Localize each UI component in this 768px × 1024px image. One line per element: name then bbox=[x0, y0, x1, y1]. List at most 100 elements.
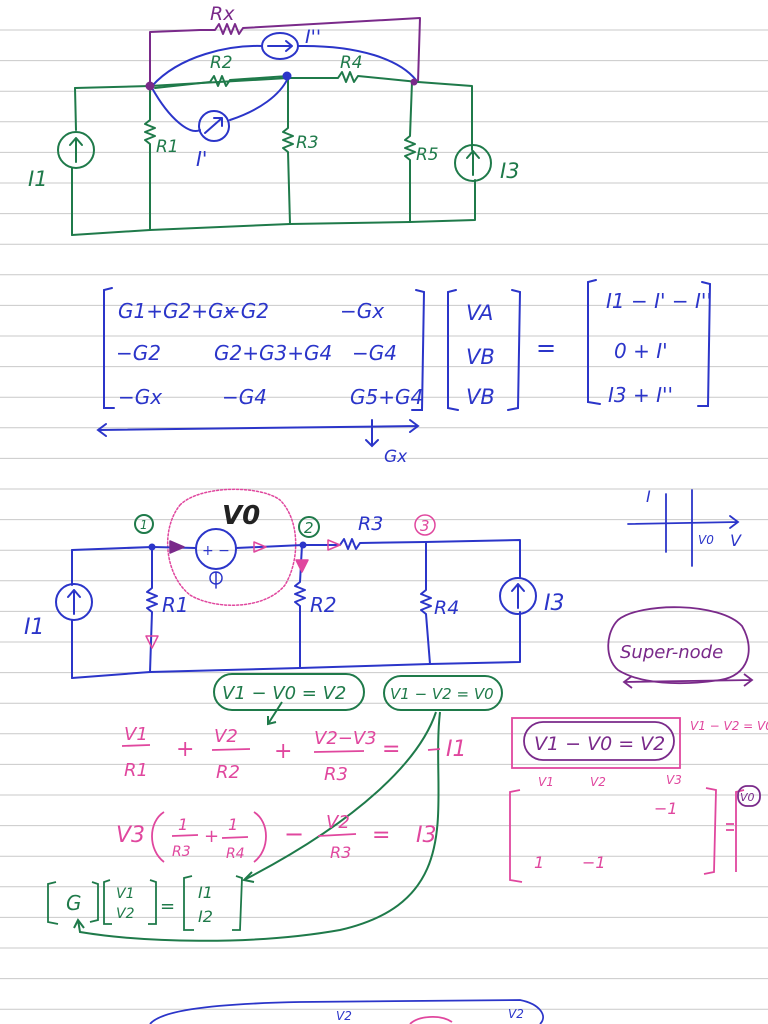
m1-r3c3: G5+G4 bbox=[350, 385, 423, 409]
kcl-eq-1 bbox=[121, 744, 441, 753]
i3-label: I3 bbox=[500, 159, 520, 183]
m1-r1c2: −G2 bbox=[224, 299, 269, 323]
sm-header-v1: V1 bbox=[538, 775, 554, 789]
m1-vec-c: VB bbox=[466, 385, 495, 409]
eq3-g: G bbox=[66, 891, 82, 915]
eq2-f1-den: R3 bbox=[172, 844, 191, 860]
sm-header-v3: V3 bbox=[666, 773, 682, 787]
m1-r2c2: G2+G3+G4 bbox=[214, 341, 332, 365]
eq1-plus1: + bbox=[176, 737, 194, 762]
constraint-2: V1 − V2 = V0 bbox=[390, 685, 494, 703]
eq2-f1-num: 1 bbox=[178, 815, 188, 834]
supernode-oval bbox=[607, 606, 750, 685]
node-2-marker bbox=[298, 516, 320, 538]
m1-rhs-1: I1 − I' − I'' bbox=[606, 289, 712, 313]
node-a-dot bbox=[145, 81, 155, 91]
node-1-marker bbox=[134, 514, 154, 534]
m1-vec-a: VA bbox=[466, 301, 493, 325]
matrix-eq-3-brackets bbox=[47, 875, 243, 931]
i3-arrow-icon bbox=[466, 150, 480, 176]
r1-resistor-2 bbox=[146, 546, 158, 673]
eq2-f2-num: 1 bbox=[228, 815, 238, 834]
circuit-2 bbox=[55, 488, 537, 679]
m1-r3c1: −Gx bbox=[118, 385, 162, 409]
eq1-rhs: I1 bbox=[446, 737, 467, 762]
node-2-label: 2 bbox=[304, 519, 314, 537]
long-arrow-1 bbox=[241, 711, 437, 883]
iv-sketch bbox=[627, 489, 740, 567]
r2-resistor bbox=[154, 75, 289, 89]
eq2-rhs: I3 bbox=[416, 823, 437, 848]
gx-double-arrow bbox=[96, 419, 420, 437]
eq1-t3-num: V2−V3 bbox=[314, 728, 377, 749]
node-2-dot bbox=[299, 541, 307, 549]
r1-label-2: R1 bbox=[162, 593, 189, 617]
eq1-t2-num: V2 bbox=[214, 726, 238, 747]
iv-v-label: V bbox=[730, 531, 742, 550]
bottom-wire-2 bbox=[71, 611, 521, 679]
v0-source bbox=[195, 528, 237, 570]
m1-rhs-3: I3 + I'' bbox=[608, 383, 673, 407]
purple-constraint-box bbox=[511, 717, 681, 769]
current-arrow-4 bbox=[295, 559, 309, 573]
matrix-1-brackets bbox=[96, 279, 712, 448]
i1-branch bbox=[71, 87, 77, 236]
node-3-marker bbox=[414, 514, 436, 536]
eq2-t2-den: R3 bbox=[330, 843, 351, 862]
eq1-t1-den: R1 bbox=[124, 760, 148, 781]
i3-source-2 bbox=[499, 577, 537, 615]
eq2-t2-num: V2 bbox=[326, 812, 350, 833]
m1-r3c2: −G4 bbox=[222, 385, 267, 409]
i-dprime-arrow-icon bbox=[267, 40, 293, 52]
eq2-f2-den: R4 bbox=[226, 846, 245, 862]
m1-vec-b: VB bbox=[466, 345, 495, 369]
i-prime-path bbox=[151, 77, 289, 132]
r3-label: R3 bbox=[296, 133, 319, 153]
r1-label: R1 bbox=[156, 137, 179, 157]
i-dprime-label: I'' bbox=[305, 26, 321, 48]
m1-r2c3: −G4 bbox=[352, 341, 397, 365]
v0-polarity: + − bbox=[202, 543, 230, 559]
iv-v0-label: V0 bbox=[698, 533, 714, 547]
eq3-i2: I2 bbox=[198, 907, 213, 926]
eq1-t3-den: R3 bbox=[324, 764, 348, 785]
i-prime-label: I' bbox=[196, 147, 207, 171]
r4-resistor-2 bbox=[420, 541, 432, 665]
eq1-t2-den: R2 bbox=[216, 762, 240, 783]
i3-arrow-icon-2 bbox=[511, 583, 525, 609]
supernode-boundary bbox=[167, 488, 297, 606]
sm-m32: −1 bbox=[582, 853, 606, 872]
eq3-v1: V1 bbox=[116, 886, 134, 902]
r5-label: R5 bbox=[416, 145, 439, 165]
r5-resistor bbox=[404, 81, 416, 223]
i-prime-arrow-icon bbox=[204, 117, 223, 134]
eq1-t1-num: V1 bbox=[124, 724, 148, 745]
gx-note: Gx bbox=[384, 447, 408, 467]
eq2-equals: = bbox=[372, 823, 390, 848]
phi-stem bbox=[209, 571, 223, 589]
supernode-label: Super-node bbox=[620, 642, 723, 663]
i-dprime-path bbox=[151, 44, 417, 87]
circuit-1 bbox=[57, 17, 492, 236]
constraint-3: V1 − V0 = V2 bbox=[534, 733, 665, 755]
rx-label: Rx bbox=[210, 3, 235, 25]
i3-source bbox=[454, 144, 492, 182]
iv-i-label: I bbox=[646, 487, 651, 506]
bottom-wire bbox=[71, 179, 476, 236]
eq2-lhs: V3 bbox=[116, 823, 145, 848]
eq3-equals: = bbox=[160, 896, 175, 917]
constraint-1: V1 − V0 = V2 bbox=[222, 683, 346, 704]
rx-wire bbox=[149, 17, 421, 87]
i1-arrow-icon bbox=[69, 137, 83, 163]
m1-equals: = bbox=[536, 334, 556, 362]
m1-rhs-2: 0 + I' bbox=[614, 339, 668, 363]
i1-label: I1 bbox=[28, 167, 48, 191]
eq1-equals: = bbox=[382, 737, 400, 762]
eq1-plus2: + bbox=[274, 739, 292, 764]
top-wire-2 bbox=[71, 538, 521, 579]
current-arrow-2 bbox=[253, 541, 267, 553]
m1-r1c1: G1+G2+Gx bbox=[118, 299, 235, 323]
node-1-label: 1 bbox=[140, 518, 148, 532]
